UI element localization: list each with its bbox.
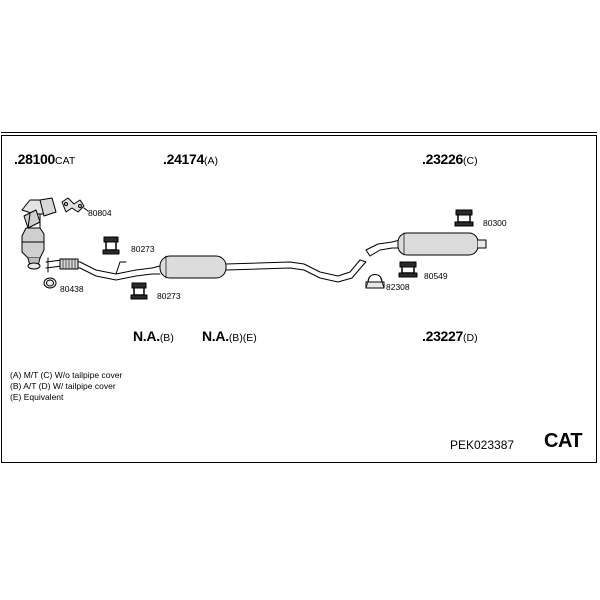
fitting-label-80438: 80438 xyxy=(60,284,84,294)
rear-muffler xyxy=(365,232,487,257)
fitting-label-80549: 80549 xyxy=(424,271,448,281)
part-label-28100: .28100CAT xyxy=(14,151,75,169)
rubber-hanger-80300 xyxy=(454,209,474,227)
fitting-label-80300: 80300 xyxy=(483,218,507,228)
part-number: .28100 xyxy=(14,151,56,167)
catalytic-converter-manifold xyxy=(21,197,57,270)
legend: (A) M/T (C) W/o tailpipe cover (B) A/T (… xyxy=(10,370,122,403)
part-label-23226: .23226(C) xyxy=(422,151,478,169)
part-label-24174: .24174(A) xyxy=(163,151,218,169)
part-number: .23226 xyxy=(422,151,464,167)
centre-muffler xyxy=(151,255,227,279)
fitting-label-80804: 80804 xyxy=(88,208,112,218)
part-label-na-b: N.A.(B) xyxy=(133,328,174,346)
fitting-label-82308: 82308 xyxy=(386,282,410,292)
gasket-80804 xyxy=(61,197,89,213)
part-suffix: (B)(E) xyxy=(228,332,257,344)
part-number: .23227 xyxy=(422,328,464,344)
top-rule xyxy=(1,132,597,133)
rubber-hanger-80273-upper xyxy=(102,236,120,255)
part-suffix: (D) xyxy=(463,332,478,344)
clamp-82308 xyxy=(365,274,385,289)
part-suffix: (C) xyxy=(463,155,478,167)
rubber-hanger-80273-lower xyxy=(130,282,148,300)
fitting-label-80273-lower: 80273 xyxy=(157,291,181,301)
part-label-23227: .23227(D) xyxy=(422,328,478,346)
middle-pipe xyxy=(225,259,367,283)
rubber-hanger-80549 xyxy=(398,261,418,278)
part-number: N.A. xyxy=(133,328,160,344)
part-number: N.A. xyxy=(202,328,229,344)
front-pipe xyxy=(45,257,153,281)
fitting-label-80273-upper: 80273 xyxy=(131,244,155,254)
part-suffix: (B) xyxy=(159,332,174,344)
part-label-na-be: N.A.(B)(E) xyxy=(202,328,257,346)
brand-mark: CAT xyxy=(544,430,583,452)
part-suffix: CAT xyxy=(55,155,76,167)
legend-line: (E) Equivalent xyxy=(10,392,64,402)
part-number: .24174 xyxy=(163,151,205,167)
clamp-80438 xyxy=(43,277,57,289)
part-suffix: (A) xyxy=(204,155,219,167)
legend-line: (A) M/T (C) W/o tailpipe cover xyxy=(10,370,123,380)
set-code: PEK023387 xyxy=(450,438,515,452)
legend-line: (B) A/T (D) W/ tailpipe cover xyxy=(10,381,116,391)
diagram-frame xyxy=(1,135,597,463)
